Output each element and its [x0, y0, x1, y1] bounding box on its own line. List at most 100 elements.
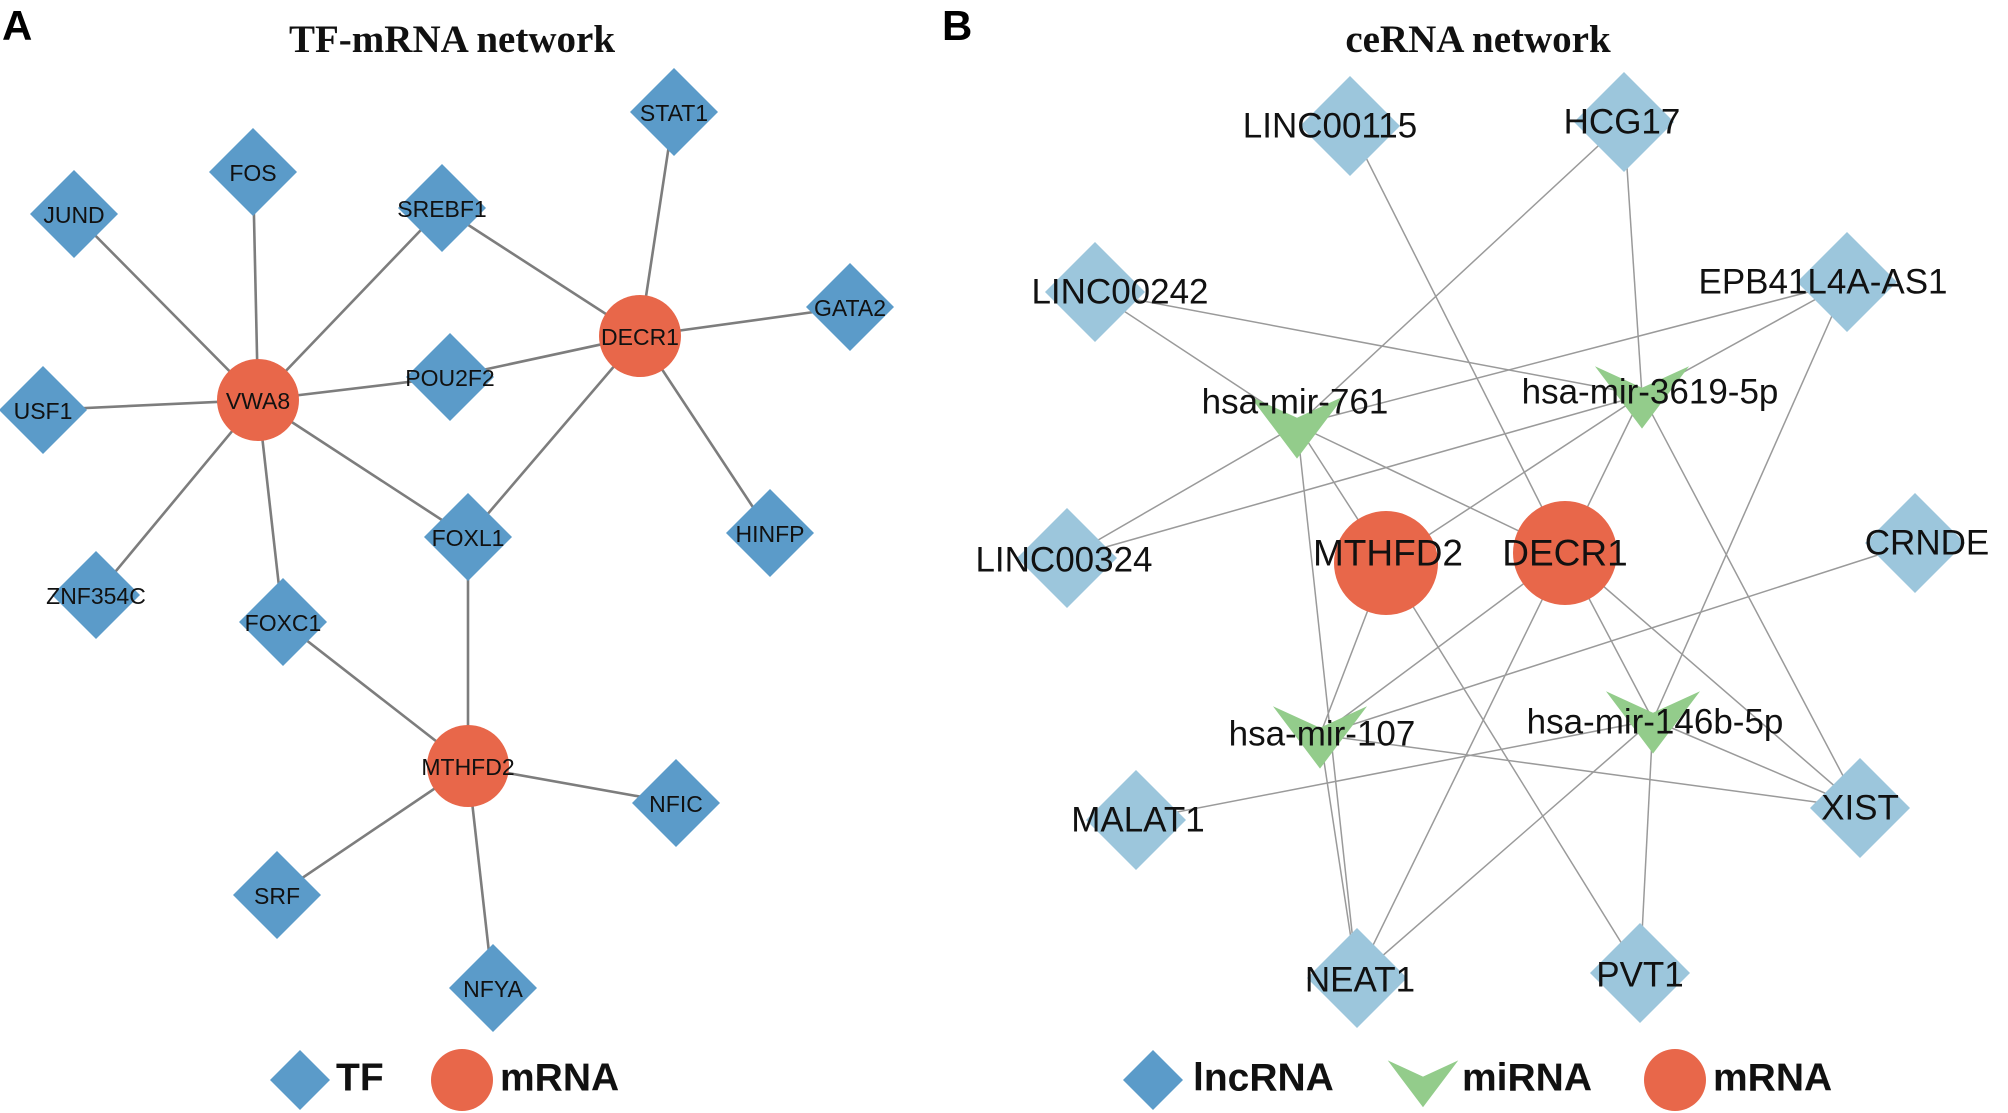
edge-epb41l4a-as1-mir761	[1296, 281, 1848, 426]
edge-malat1-mir146b	[1135, 719, 1654, 821]
edge-pvt1-mthfd2	[1385, 562, 1641, 974]
node-label-mir146b: hsa-mir-146b-5p	[1527, 703, 1784, 742]
node-pvt1	[1590, 923, 1690, 1023]
node-usf1: USF1	[0, 366, 87, 454]
legend-mrna-label-b: mRNA	[1713, 1057, 1832, 1100]
panel-b-letter: B	[942, 2, 972, 49]
edge-linc00242-mir3619	[1094, 291, 1643, 396]
node-label: NFYA	[463, 976, 523, 1002]
tf-diamond-icon	[406, 333, 494, 421]
node-label-decr1: DECR1	[1502, 533, 1627, 574]
legend-mrna-label: mRNA	[500, 1057, 619, 1100]
node-label-malat1: MALAT1	[1071, 801, 1205, 840]
edge-hcg17-mir761	[1296, 121, 1625, 426]
node-label: SRF	[254, 883, 300, 909]
node-label-mir761: hsa-mir-761	[1202, 383, 1389, 422]
legend-mrna-circle-icon	[1644, 1049, 1706, 1111]
mrna-circle-icon	[599, 295, 681, 377]
node-malat1	[1086, 770, 1186, 870]
node-decr1	[1513, 501, 1617, 605]
legend-lncrna-diamond-icon	[1123, 1050, 1183, 1110]
node-label: DECR1	[601, 324, 679, 350]
mrna-circle-icon	[217, 359, 299, 441]
node-mthfd2: MTHFD2	[421, 725, 515, 807]
tf-diamond-icon	[726, 489, 814, 577]
tf-diamond-icon	[449, 944, 537, 1032]
node-label: FOXL1	[432, 525, 505, 551]
node-stat1: STAT1	[630, 68, 718, 156]
node-hcg17	[1574, 72, 1674, 172]
legend-lncrna-label: lncRNA	[1193, 1057, 1334, 1100]
legend-tf-diamond-icon	[270, 1050, 330, 1110]
lncrna-diamond-icon	[1017, 508, 1117, 608]
node-hinfp: HINFP	[726, 489, 814, 577]
node-label-neat1: NEAT1	[1305, 961, 1415, 1000]
node-epb41l4a-as1	[1797, 232, 1897, 332]
tf-diamond-icon	[239, 578, 327, 666]
edge-vwa8-znf354c	[95, 399, 259, 596]
edge-vwa8-foxl1	[257, 398, 469, 539]
node-znf354c: ZNF354C	[46, 551, 146, 639]
node-srf: SRF	[233, 851, 321, 939]
node-label-epb41l4a-as1: EPB41L4A-AS1	[1698, 263, 1947, 302]
edge-vwa8-jund	[73, 213, 259, 401]
node-gata2: GATA2	[806, 263, 894, 351]
node-mir761	[1249, 396, 1345, 459]
mrna-circle-icon	[1334, 511, 1438, 615]
tf-diamond-icon	[424, 493, 512, 581]
mirna-v-icon	[1249, 396, 1345, 459]
lncrna-diamond-icon	[1307, 928, 1407, 1028]
lncrna-diamond-icon	[1300, 76, 1400, 176]
node-linc00115	[1300, 76, 1400, 176]
lncrna-diamond-icon	[1865, 493, 1965, 593]
mrna-circle-icon	[427, 725, 509, 807]
edge-linc00324-mir3619	[1066, 394, 1643, 559]
node-label-pvt1: PVT1	[1596, 956, 1684, 995]
node-crnde	[1865, 493, 1965, 593]
node-label-xist: XIST	[1821, 789, 1899, 828]
lncrna-diamond-icon	[1574, 72, 1674, 172]
node-label: FOS	[229, 160, 276, 186]
node-label-linc00242: LINC00242	[1031, 273, 1208, 312]
mirna-v-icon	[1272, 706, 1368, 769]
edge-linc00115-decr1	[1349, 125, 1566, 554]
node-label-mir3619: hsa-mir-3619-5p	[1522, 373, 1779, 412]
node-decr1: DECR1	[599, 295, 681, 377]
tf-diamond-icon	[630, 68, 718, 156]
tf-diamond-icon	[30, 170, 118, 258]
tf-diamond-icon	[398, 164, 486, 252]
edge-neat1-mir146b	[1356, 719, 1654, 979]
edge-linc00324-mir761	[1066, 424, 1298, 559]
node-srebf1: SREBF1	[397, 164, 487, 252]
node-label: HINFP	[736, 521, 805, 547]
lncrna-diamond-icon	[1797, 232, 1897, 332]
edge-decr1-foxl1	[467, 335, 641, 538]
node-linc00324	[1017, 508, 1117, 608]
panel-a-letter: A	[2, 2, 32, 49]
mrna-circle-icon	[1513, 501, 1617, 605]
lncrna-diamond-icon	[1590, 923, 1690, 1023]
tf-diamond-icon	[209, 128, 297, 216]
node-mthfd2	[1334, 511, 1438, 615]
node-label-crnde: CRNDE	[1865, 524, 1989, 563]
node-nfya: NFYA	[449, 944, 537, 1032]
node-label: ZNF354C	[46, 583, 146, 609]
node-label: NFIC	[649, 791, 703, 817]
cerna-edges	[1066, 121, 1916, 979]
node-label-linc00324: LINC00324	[975, 541, 1152, 580]
node-label: USF1	[14, 398, 73, 424]
node-label: VWA8	[226, 388, 290, 414]
node-mir3619	[1594, 366, 1690, 429]
node-label: MTHFD2	[421, 754, 514, 780]
mirna-v-icon	[1605, 691, 1701, 754]
tf-diamond-icon	[52, 551, 140, 639]
node-mir146b	[1605, 691, 1701, 754]
legend-mirna-v-icon	[1387, 1060, 1459, 1108]
node-label-mir107: hsa-mir-107	[1229, 715, 1416, 754]
edge-vwa8-srebf1	[257, 207, 443, 401]
node-foxl1: FOXL1	[424, 493, 512, 581]
